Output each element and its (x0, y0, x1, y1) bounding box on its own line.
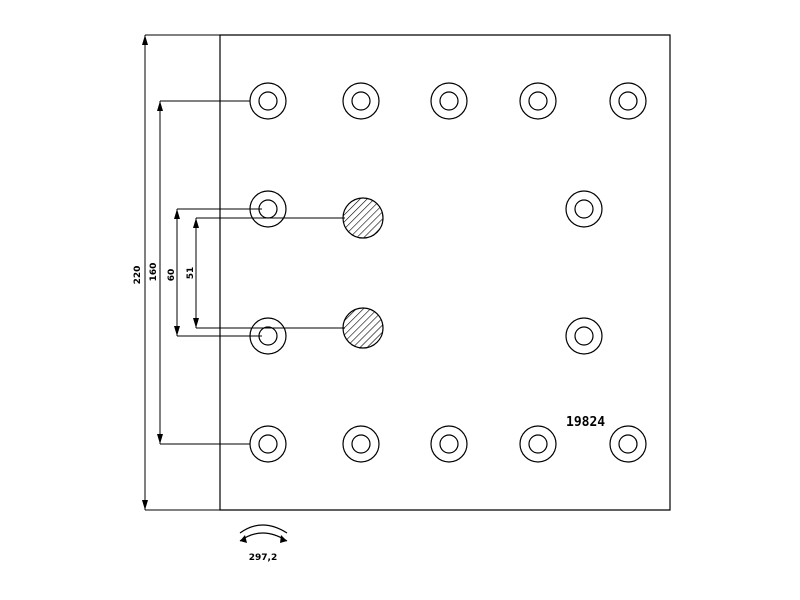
dim-label-arc-length: 297,2 (249, 553, 277, 563)
rivet-hole (250, 83, 286, 119)
dim-label-220: 220 (133, 266, 143, 285)
rivet-hole (343, 426, 379, 462)
dim-label-60: 60 (167, 269, 177, 282)
rivet-hole (520, 83, 556, 119)
lining-outline (220, 35, 670, 510)
rivet-hole (520, 426, 556, 462)
rivet-hole (431, 83, 467, 119)
rivet-hole (610, 83, 646, 119)
arc-length-symbol: 297,2 (240, 525, 287, 563)
rivet-hole (566, 191, 602, 227)
rivet-row-middle-lower (250, 318, 602, 354)
rivet-hole (343, 83, 379, 119)
hatched-pin-upper (343, 198, 383, 238)
rivet-hole (250, 426, 286, 462)
rivet-hole (610, 426, 646, 462)
rivet-row-top (250, 83, 646, 119)
dimension-pin-outer-span: 60 (167, 209, 262, 336)
hatched-pin-lower (343, 308, 383, 348)
dimension-pin-inner-span: 51 (186, 218, 345, 328)
rivet-row-middle-upper (250, 191, 602, 227)
rivet-hole (431, 426, 467, 462)
rivet-hole (566, 318, 602, 354)
dim-label-51: 51 (186, 267, 196, 280)
rivet-hole (250, 191, 286, 227)
dimension-total-height: 220 (133, 35, 220, 510)
part-number: 19824 (566, 415, 605, 430)
dim-label-160: 160 (149, 263, 159, 282)
rivet-row-bottom (250, 426, 646, 462)
rivet-hole (250, 318, 286, 354)
dimension-rivet-row-span: 160 (149, 101, 250, 444)
